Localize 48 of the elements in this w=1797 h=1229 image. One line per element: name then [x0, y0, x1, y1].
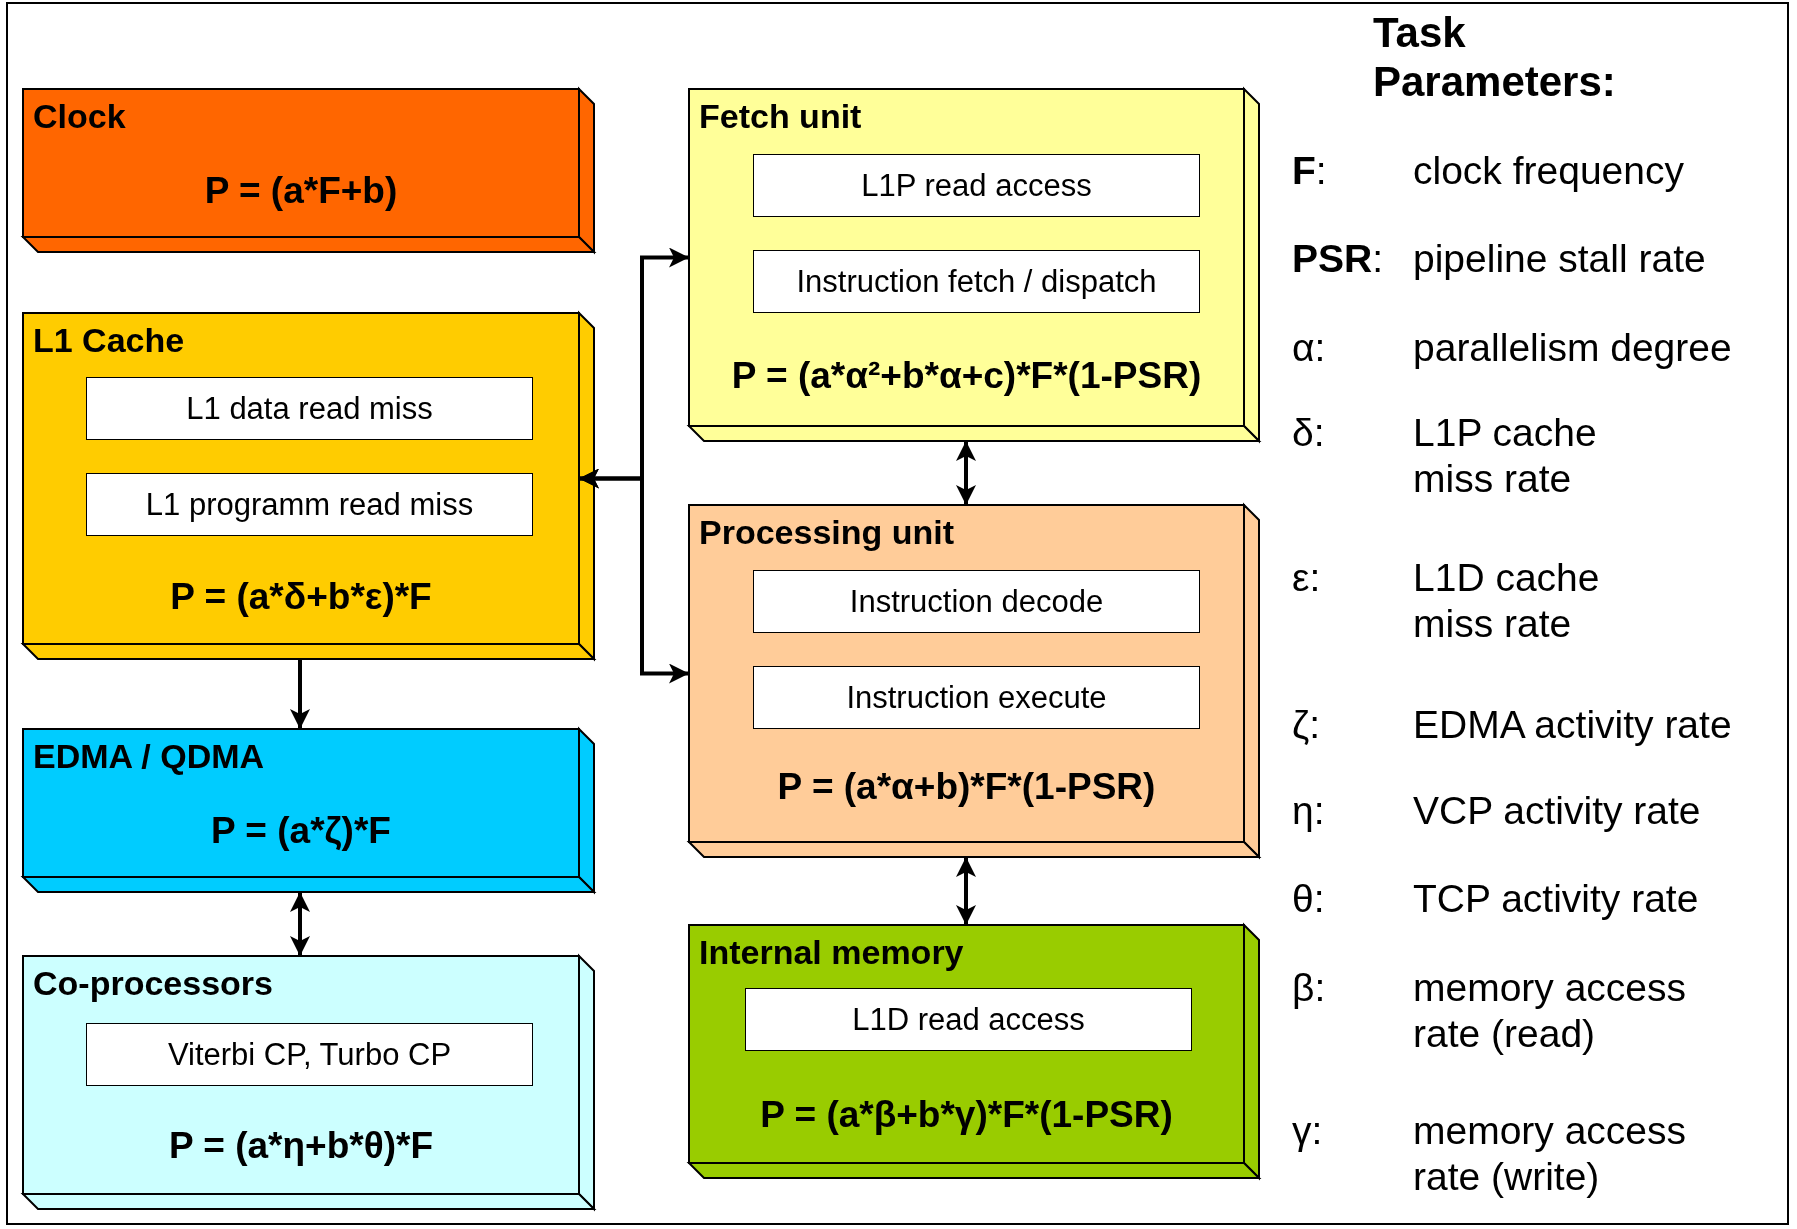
- parameter-description: EDMA activity rate: [1413, 702, 1732, 748]
- function-box: L1 programm read miss: [86, 473, 533, 536]
- power-formula: P = (a*F+b): [203, 170, 399, 212]
- block-title: Internal memory: [699, 933, 964, 972]
- parameter-description: TCP activity rate: [1413, 876, 1699, 922]
- panel-heading: Task Parameters:: [1373, 8, 1617, 107]
- power-formula: P = (a*δ+b*ε)*F: [169, 576, 433, 618]
- power-formula: P = (a*β+b*γ)*F*(1-PSR): [759, 1094, 1174, 1136]
- parameter-symbol: ζ:: [1292, 702, 1321, 748]
- function-box: Instruction fetch / dispatch: [753, 250, 1200, 313]
- function-box: Instruction execute: [753, 666, 1200, 729]
- power-formula: P = (a*ζ)*F: [210, 810, 392, 852]
- function-box: L1P read access: [753, 154, 1200, 217]
- parameter-symbol: θ:: [1292, 876, 1325, 922]
- function-box: L1 data read miss: [86, 377, 533, 440]
- function-box: Instruction decode: [753, 570, 1200, 633]
- block-title: Co-processors: [33, 964, 273, 1003]
- block-title: Clock: [33, 97, 126, 136]
- arrow: [290, 659, 310, 729]
- parameter-description: parallelism degree: [1413, 325, 1732, 371]
- function-box: L1D read access: [745, 988, 1192, 1051]
- parameter-symbol: γ:: [1292, 1108, 1323, 1154]
- parameter-description: L1P cache miss rate: [1413, 410, 1598, 502]
- parameter-symbol: α:: [1292, 325, 1326, 371]
- parameter-description: VCP activity rate: [1413, 788, 1701, 834]
- block-title: EDMA / QDMA: [33, 737, 265, 776]
- block-title: Fetch unit: [699, 97, 862, 136]
- parameter-description: memory access rate (read): [1413, 965, 1688, 1057]
- power-formula: P = (a*η+b*θ)*F: [168, 1125, 434, 1167]
- parameter-description: memory access rate (write): [1413, 1108, 1688, 1200]
- parameter-symbol: ε:: [1292, 555, 1321, 601]
- function-box: Viterbi CP, Turbo CP: [86, 1023, 533, 1086]
- parameter-symbol: η:: [1292, 788, 1325, 834]
- parameter-description: clock frequency: [1413, 148, 1684, 194]
- parameter-symbol: β:: [1292, 965, 1326, 1011]
- power-formula: P = (a*α²+b*α+c)*F*(1-PSR): [730, 355, 1203, 397]
- arrow: [290, 892, 310, 956]
- arrow: [579, 468, 689, 684]
- arrow: [956, 441, 976, 505]
- parameter-symbol: PSR:: [1292, 236, 1384, 282]
- parameter-symbol: δ:: [1292, 410, 1325, 456]
- block-title: Processing unit: [699, 513, 955, 552]
- power-formula: P = (a*α+b)*F*(1-PSR): [776, 766, 1157, 808]
- parameter-description: pipeline stall rate: [1413, 236, 1706, 282]
- block-title: L1 Cache: [33, 321, 185, 360]
- arrow: [956, 857, 976, 925]
- parameter-symbol: F:: [1292, 148, 1327, 194]
- parameter-description: L1D cache miss rate: [1413, 555, 1601, 647]
